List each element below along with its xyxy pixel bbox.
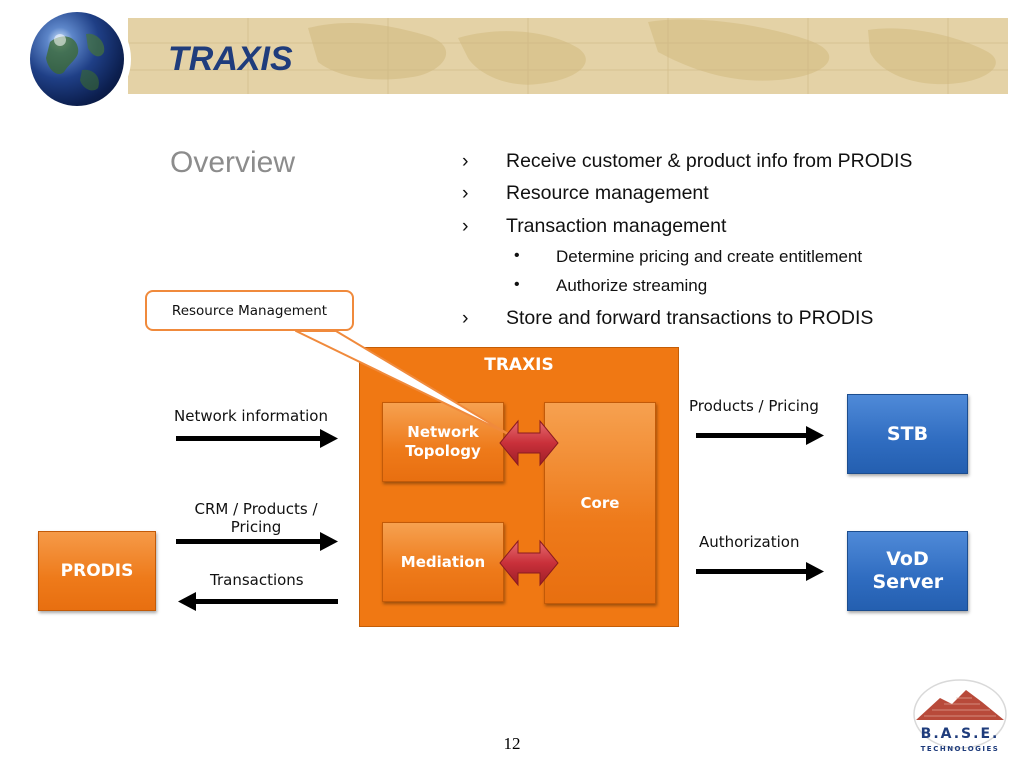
network-information-label: Network information (174, 407, 328, 425)
core-box: Core (544, 402, 656, 604)
bullet-marker: › (462, 150, 469, 172)
network-topology-box: Network Topology (382, 402, 504, 482)
logo-subtext: TECHNOLOGIES (920, 745, 1000, 753)
prodis-box: PRODIS (38, 531, 156, 611)
resource-management-callout: Resource Management (145, 290, 354, 331)
mediation-box: Mediation (382, 522, 504, 602)
prodis-label: PRODIS (60, 561, 134, 581)
transactions-arrow (178, 592, 338, 611)
bullet-marker: › (462, 182, 469, 204)
vod-server-box: VoD Server (847, 531, 968, 611)
bullet-text: Determine pricing and create entitlement (556, 247, 863, 266)
bullet-marker: › (462, 215, 469, 237)
bullet-text: Transaction management (506, 215, 727, 237)
products-pricing-label: Products / Pricing (689, 397, 819, 415)
authorization-arrow (696, 562, 824, 581)
header-banner (128, 18, 1008, 94)
bullet-text: Store and forward transactions to PRODIS (506, 307, 874, 329)
logo-text: B.A.S.E. (920, 726, 1000, 742)
bullet-text: Receive customer & product info from PRO… (506, 150, 913, 172)
authorization-label: Authorization (699, 533, 800, 551)
world-map-decoration (128, 18, 1008, 94)
stb-box: STB (847, 394, 968, 474)
vod-server-label: VoD Server (872, 548, 944, 593)
transactions-label: Transactions (210, 571, 304, 589)
base-technologies-logo (913, 679, 1007, 749)
mediation-label: Mediation (400, 552, 486, 571)
bullet-marker: • (514, 247, 520, 264)
stb-label: STB (886, 422, 929, 445)
overview-heading: Overview (170, 146, 296, 179)
bullet-marker: • (514, 276, 520, 293)
slide-title: TRAXIS (168, 40, 293, 78)
bullet-list: › Receive customer & product info from P… (462, 0, 1002, 340)
core-label: Core (580, 493, 620, 512)
page-number: 12 (503, 734, 521, 753)
callout-text: Resource Management (171, 302, 328, 319)
bullet-text: Authorize streaming (556, 276, 708, 295)
crm-products-pricing-label: CRM / Products / Pricing (194, 500, 318, 536)
network-topology-label: Network Topology (405, 423, 481, 460)
products-pricing-arrow (696, 426, 824, 445)
globe-icon (30, 12, 124, 106)
bullet-text: Resource management (506, 182, 709, 204)
traxis-container-label: TRAXIS (484, 355, 554, 375)
bullet-marker: › (462, 307, 469, 329)
network-information-arrow (176, 429, 338, 448)
